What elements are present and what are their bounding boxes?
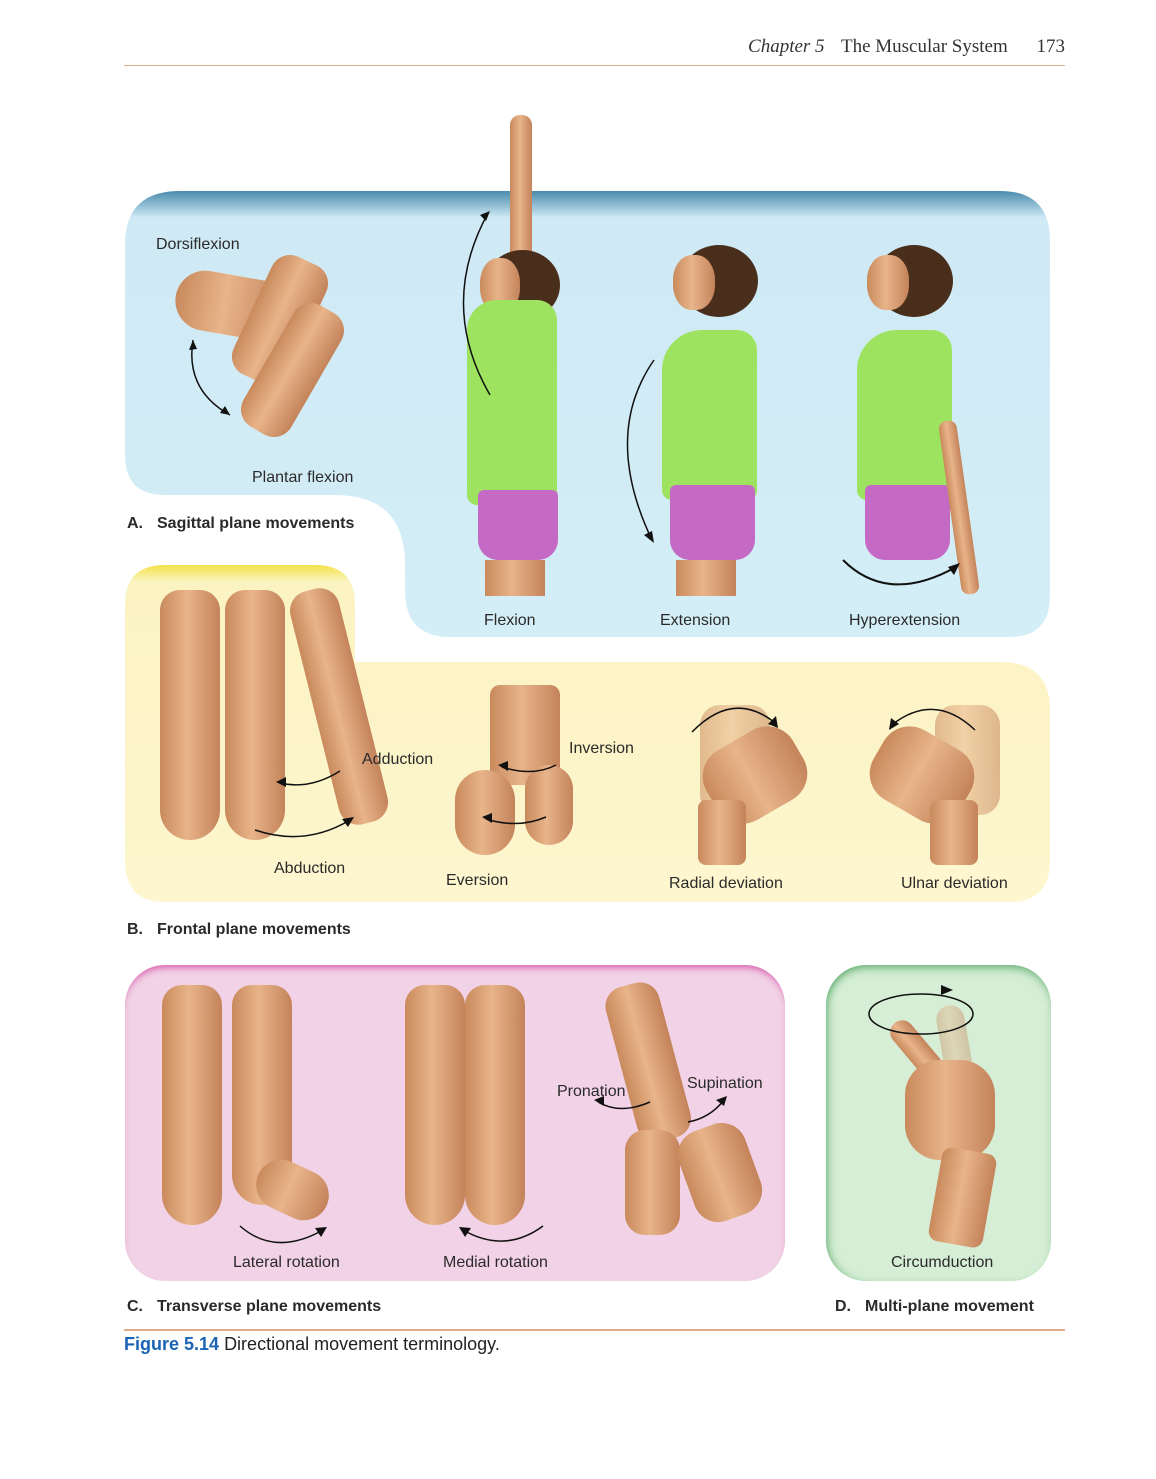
- label-lateral-rotation: Lateral rotation: [233, 1254, 340, 1271]
- page-number: 173: [1036, 36, 1066, 57]
- inversion-eversion-arrows-icon: [482, 761, 557, 825]
- flexion-arrow-icon: [462, 211, 491, 396]
- sagittal-panel-bg: [125, 191, 1050, 637]
- label-eversion: Eversion: [446, 872, 509, 889]
- circumduction-arrow-icon: [868, 985, 974, 1035]
- dorsiflexion-arrow-icon: [189, 339, 231, 416]
- label-supination: Supination: [687, 1075, 763, 1092]
- radial-deviation-arrow-icon: [691, 707, 778, 733]
- label-radial-deviation: Radial deviation: [669, 875, 783, 892]
- label-plantar-flexion: Plantar flexion: [252, 469, 354, 486]
- label-inversion: Inversion: [569, 740, 634, 757]
- label-extension: Extension: [660, 612, 731, 629]
- abduction-adduction-arrows-icon: [254, 770, 354, 838]
- running-header: Chapter 5 The Muscular System 173: [0, 36, 1065, 58]
- extension-arrow-icon: [626, 359, 655, 543]
- chapter-title: The Muscular System: [840, 36, 1008, 57]
- figure-caption-text: Directional movement terminology.: [224, 1334, 500, 1354]
- label-hyperextension: Hyperextension: [849, 612, 961, 629]
- caption-transverse: C.Transverse plane movements: [127, 1298, 382, 1315]
- chapter-label: Chapter 5: [748, 36, 825, 57]
- hyperextension-arrow-icon: [842, 559, 960, 586]
- figure-rule: [124, 1329, 1065, 1331]
- header-rule: [124, 65, 1065, 66]
- label-abduction: Abduction: [274, 860, 346, 877]
- label-adduction: Adduction: [362, 751, 434, 768]
- ulnar-deviation-arrow-icon: [889, 708, 976, 731]
- label-flexion: Flexion: [484, 612, 536, 629]
- label-dorsiflexion: Dorsiflexion: [156, 236, 240, 253]
- medial-rotation-arrow-icon: [459, 1225, 544, 1242]
- figure-caption: Figure 5.14 Directional movement termino…: [124, 1334, 500, 1355]
- label-circumduction: Circumduction: [891, 1254, 994, 1271]
- label-medial-rotation: Medial rotation: [443, 1254, 548, 1271]
- caption-frontal: B.Frontal plane movements: [127, 921, 351, 938]
- label-pronation: Pronation: [557, 1083, 626, 1100]
- caption-multiplane: D.Multi-plane movement: [835, 1298, 1034, 1315]
- caption-sagittal: A.Sagittal plane movements: [127, 515, 355, 532]
- figure-number: Figure 5.14: [124, 1334, 220, 1354]
- pronation-supination-arrows-icon: [594, 1096, 727, 1123]
- lateral-rotation-arrow-icon: [239, 1225, 327, 1244]
- label-ulnar-deviation: Ulnar deviation: [901, 875, 1008, 892]
